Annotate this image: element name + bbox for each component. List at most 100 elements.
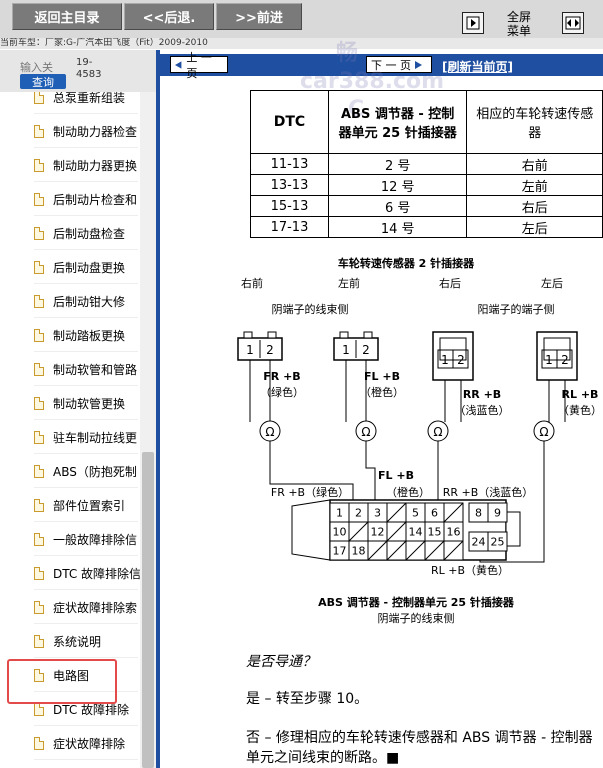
document-icon [34, 736, 44, 750]
tree-separator [34, 725, 138, 726]
watermark: 畅 car388.com C [300, 41, 445, 122]
tree-item[interactable]: DTC 故障排除信 [34, 562, 140, 584]
pin-number: 8 [475, 507, 482, 520]
ohmmeter: Ω [259, 420, 281, 442]
tree-separator [34, 759, 138, 760]
document-icon [34, 124, 44, 138]
tree-item[interactable]: 制动踏板更换 [34, 324, 140, 346]
pin-blank-mark [348, 521, 369, 542]
tree-item[interactable]: 制动助力器检查 [34, 120, 140, 142]
document-icon [34, 498, 44, 512]
document-icon [34, 192, 44, 206]
tree-separator [34, 589, 138, 590]
document-icon [34, 600, 44, 614]
position-label: 左前 [338, 276, 360, 290]
tree-item[interactable]: 后制动片检查和 [34, 188, 140, 210]
tree-separator [34, 419, 138, 420]
tree-separator [34, 385, 138, 386]
document-icon [34, 92, 44, 104]
document-icon [34, 362, 44, 376]
document-icon [34, 634, 44, 648]
page-nav-bar: 上 一 页 下 一 页 [160, 51, 603, 80]
tree-separator [34, 249, 138, 250]
tree-separator [34, 487, 138, 488]
tree-item[interactable]: 电路图 [34, 664, 140, 686]
tree-separator [34, 113, 138, 114]
document-icon [34, 430, 44, 444]
tree-item[interactable]: 后制动盘检查 [34, 222, 140, 244]
connector-fl: 1 2 [333, 331, 379, 361]
tree-item[interactable]: ABS（防抱死制 [34, 460, 140, 482]
document-icon [34, 294, 44, 308]
tree-item-label: 制动软管更换 [53, 396, 126, 411]
pin-blank-mark [386, 540, 407, 561]
tree-item[interactable]: 症状故障排除 [34, 732, 140, 754]
tree-item[interactable]: 系统说明 [34, 630, 140, 652]
home-button[interactable]: 返回主目录 [12, 3, 122, 30]
svg-text:1: 1 [246, 343, 254, 357]
forward-button[interactable]: >>前进 [216, 3, 302, 30]
dtc-table: DTC ABS 调节器 - 控制器单元 25 针插接器 相应的车轮转速传感器 1… [250, 90, 603, 238]
tree-separator [34, 215, 138, 216]
connector-fr: 1 2 [237, 331, 283, 361]
ohmmeter: Ω [427, 420, 449, 442]
tree-item[interactable]: DTC 故障排除 [34, 698, 140, 720]
tree-item[interactable]: 后制动钳大修 [34, 290, 140, 312]
pin-number: 12 [371, 526, 385, 539]
svg-text:2: 2 [561, 353, 569, 367]
tree-item[interactable]: 制动软管和管路 [34, 358, 140, 380]
tree-separator [34, 147, 138, 148]
sidebar-scroll-thumb[interactable] [142, 452, 154, 768]
refresh-page-link[interactable]: [刷新当前页] [442, 60, 513, 74]
tree-item[interactable]: 部件位置索引 [34, 494, 140, 516]
fullscreen-menu-label[interactable]: 全屏 菜单 [506, 10, 531, 38]
fullscreen-icon[interactable] [562, 12, 584, 34]
tree-item[interactable]: 驻车制动拉线更 [34, 426, 140, 448]
pin-cell [487, 531, 508, 552]
tree-item-label: 后制动钳大修 [53, 294, 126, 309]
tree-item[interactable]: 症状故障排除索 [34, 596, 140, 618]
svg-text:Ω: Ω [265, 425, 274, 439]
tree-item-label: DTC 故障排除信 [53, 566, 140, 581]
search-input[interactable]: 输入关 [20, 61, 53, 74]
tree-item[interactable]: 制动软管更换 [34, 392, 140, 414]
connector-caption-sub: 阴端子的线束侧 [378, 611, 455, 625]
tree-separator [34, 555, 138, 556]
pin-number: 10 [333, 526, 347, 539]
document-icon [34, 396, 44, 410]
pin-number: 25 [491, 536, 505, 549]
tree-item-label: 症状故障排除 [53, 736, 126, 751]
sidebar: 输入关 查询 19- 4583 总泵重新组装制动助力器检查制动助力器更换后制动片… [0, 50, 156, 768]
tree-item[interactable]: 总泵重新组装 [34, 92, 140, 108]
tree-list: 总泵重新组装制动助力器检查制动助力器更换后制动片检查和后制动盘检查后制动盘更换后… [0, 92, 140, 768]
prev-page-button[interactable]: 上 一 页 [170, 51, 228, 80]
connector-rl: 1 2 [536, 331, 578, 381]
sensor-color: （浅蓝色） [455, 403, 510, 417]
next-page-button[interactable]: 下 一 页 [366, 56, 432, 73]
collapse-menu-icon[interactable] [462, 12, 484, 34]
tree-item[interactable]: 制动助力器更换 [34, 154, 140, 176]
document-icon [34, 532, 44, 546]
tree-item[interactable]: 一般故障排除信 [34, 528, 140, 550]
pin-blank-mark [367, 540, 388, 561]
table-header-cell: DTC [250, 90, 329, 154]
back-button[interactable]: <<后退. [124, 3, 214, 30]
svg-text:2: 2 [266, 343, 274, 357]
tree-item-label: 制动助力器更换 [53, 158, 138, 173]
position-label: 左后 [541, 277, 563, 290]
document-icon [34, 328, 44, 342]
ohmmeter: Ω [355, 420, 377, 442]
arrow-right-icon [466, 16, 480, 30]
left-arrow-icon [175, 60, 182, 69]
search-button[interactable]: 查询 [20, 74, 66, 89]
tree-separator [34, 691, 138, 692]
search-count: 19- 4583 [76, 57, 102, 80]
ohmmeter: Ω [533, 420, 555, 442]
tree-item[interactable]: 后制动盘更换 [34, 256, 140, 278]
document-icon [34, 566, 44, 580]
table-header-cell: 相应的车轮转速传感器 [466, 90, 603, 154]
tree-item-label: 总泵重新组装 [53, 92, 126, 105]
document-icon [34, 464, 44, 478]
tree-item-label: 制动软管和管路 [53, 362, 138, 377]
